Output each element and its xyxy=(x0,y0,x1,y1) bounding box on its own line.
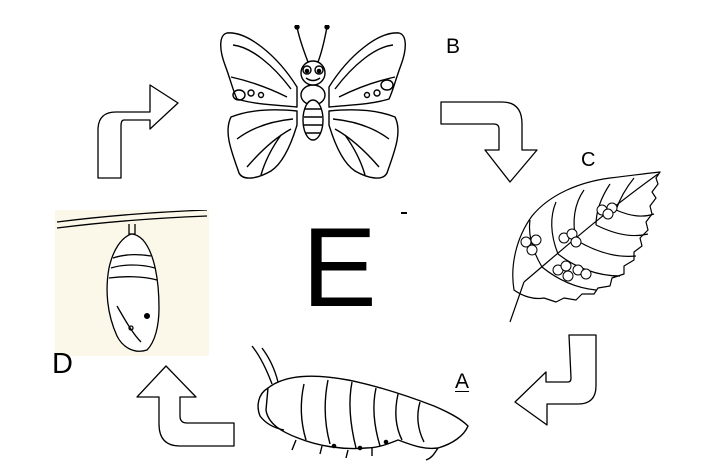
label-c: C xyxy=(581,149,596,171)
arrow-eggs-to-caterpillar xyxy=(514,334,597,426)
chrysalis-illustration xyxy=(55,210,209,356)
arrow-caterpillar-to-chrysalis xyxy=(136,365,235,447)
arrow-chrysalis-to-butterfly xyxy=(97,84,179,179)
small-mark xyxy=(401,212,407,214)
label-a: A xyxy=(455,370,470,393)
label-b: B xyxy=(446,35,461,58)
arrow-butterfly-to-eggs xyxy=(440,101,538,183)
egg-cluster xyxy=(520,202,618,282)
leaf-with-eggs-illustration xyxy=(509,171,661,323)
label-e-center: E xyxy=(302,205,377,330)
butterfly-illustration xyxy=(220,25,406,179)
label-d: D xyxy=(52,348,73,380)
caterpillar-illustration xyxy=(251,345,469,461)
